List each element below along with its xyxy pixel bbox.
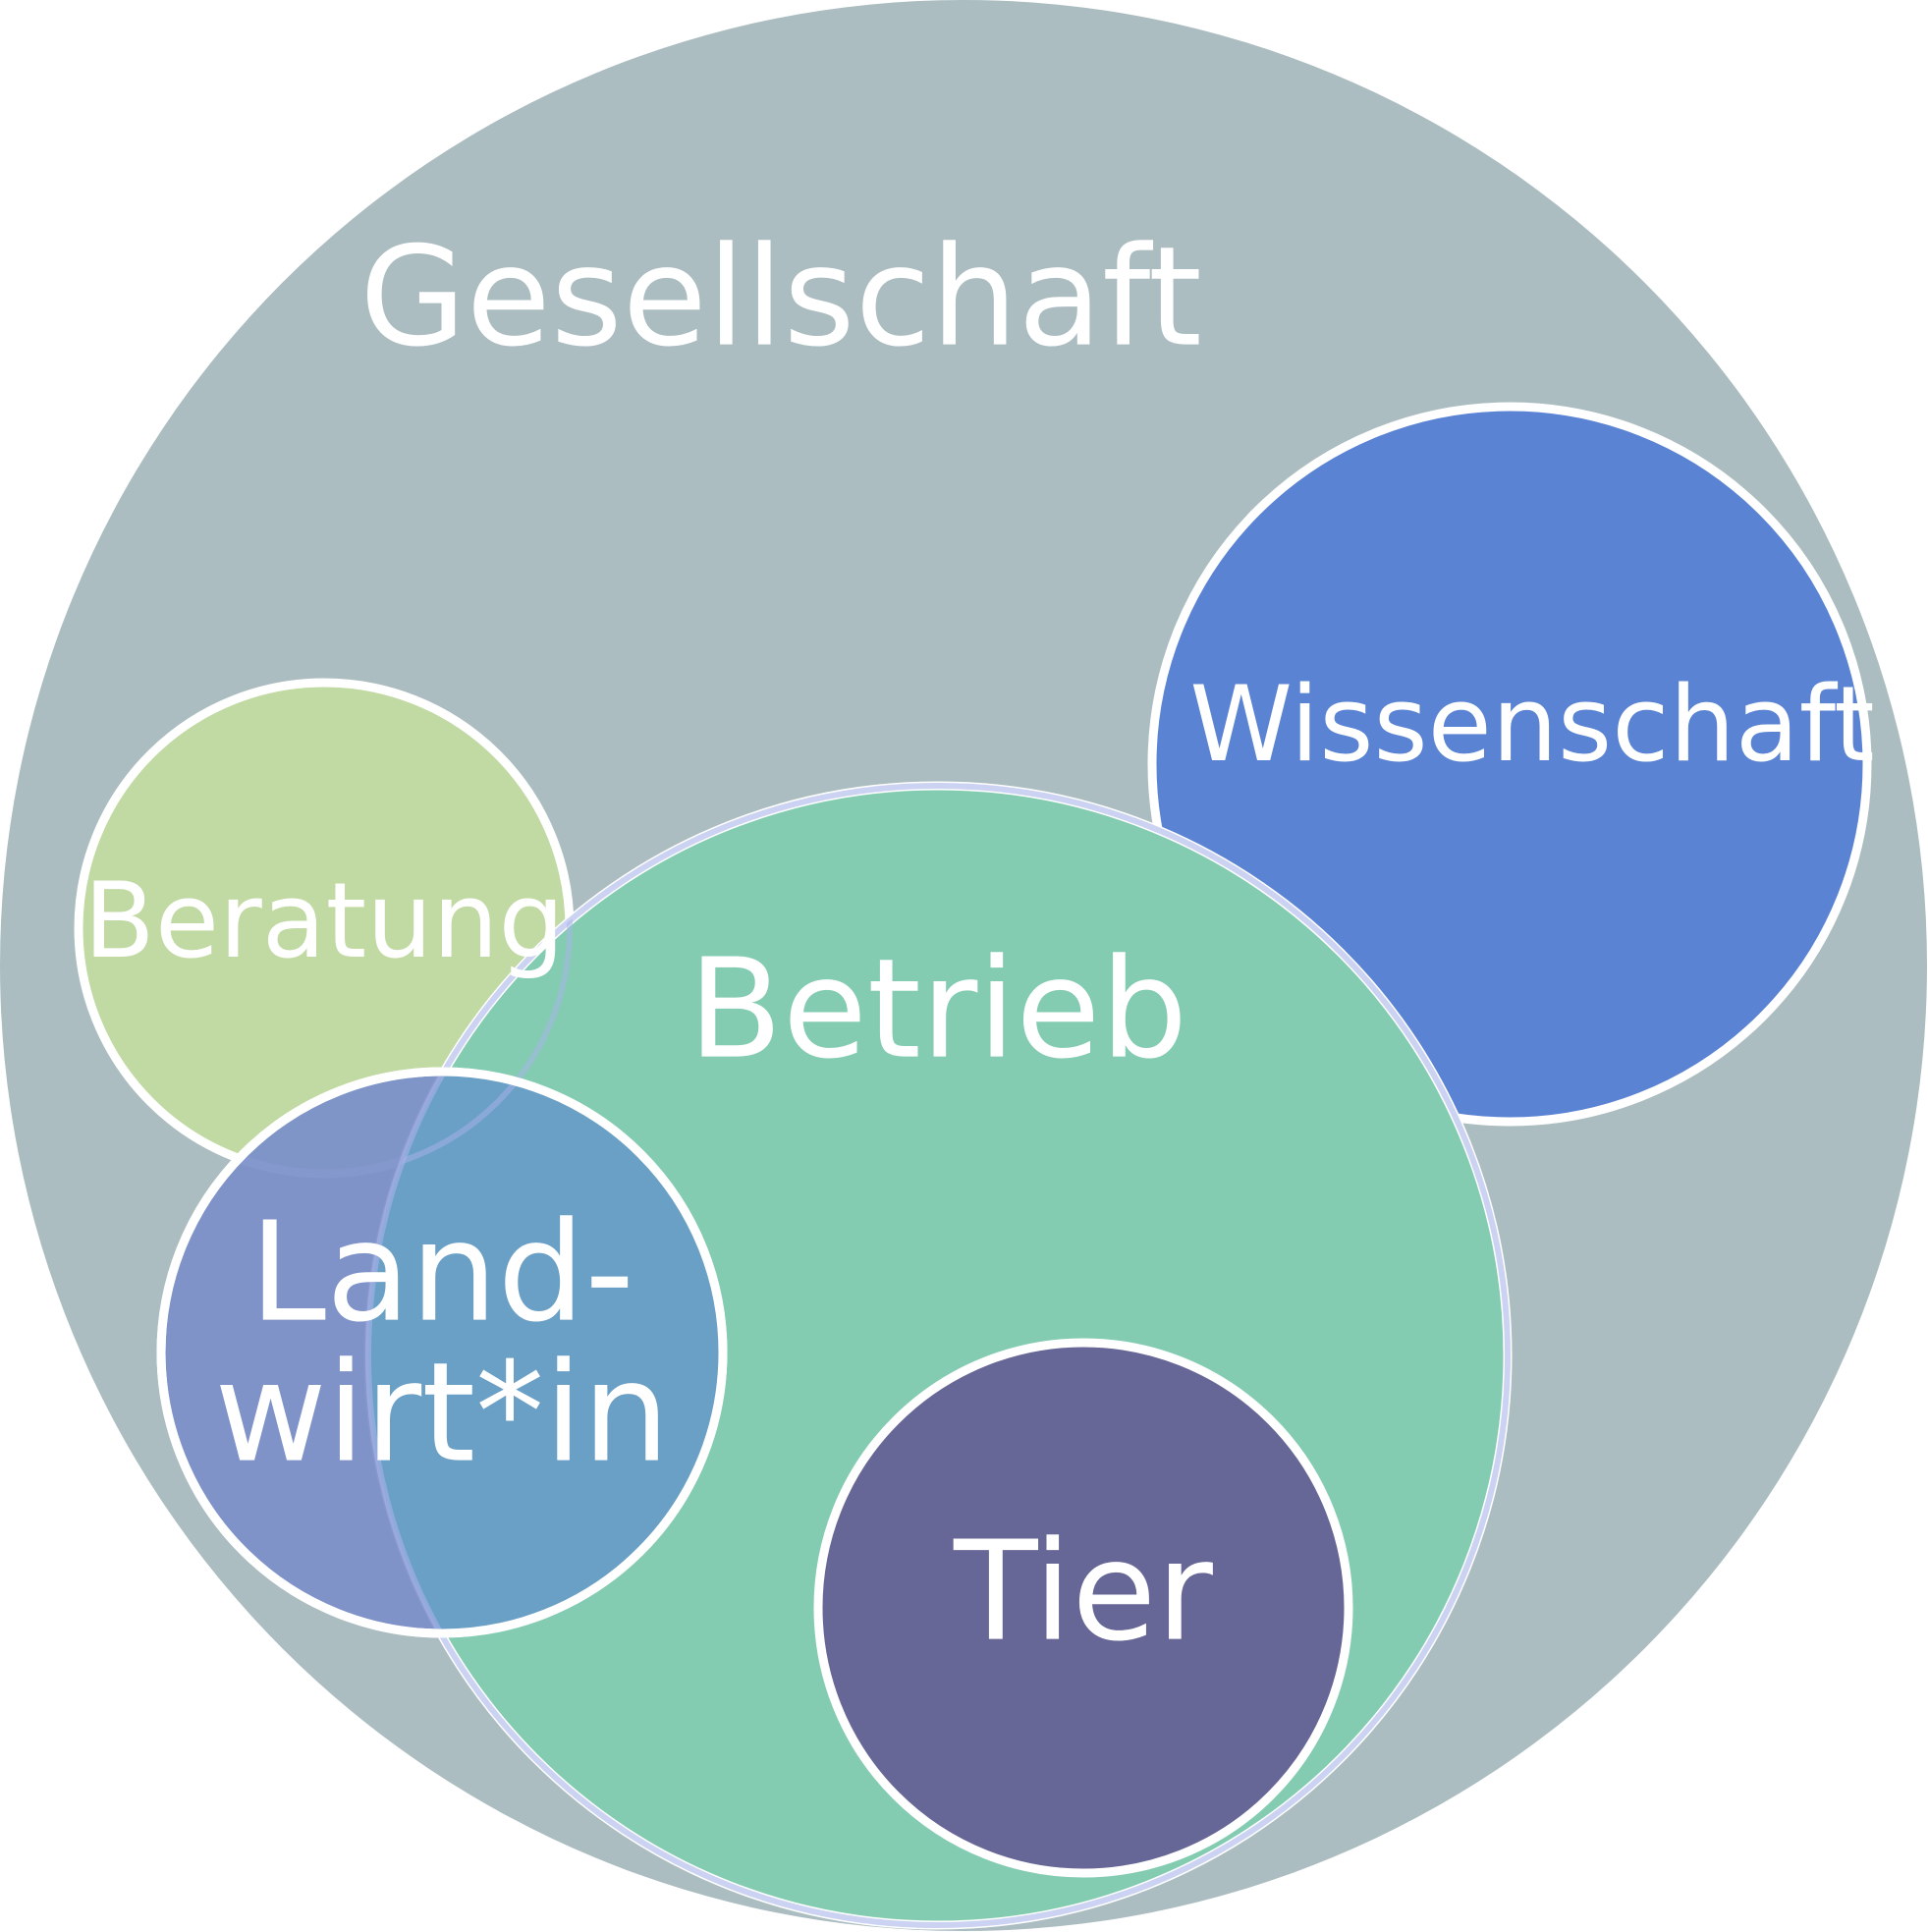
beratung-outline-through-landwirtin [368, 786, 573, 1177]
landwirtin-outline [156, 1067, 728, 1638]
landwirtin-betrieb-overlap [368, 1076, 719, 1629]
beratung-label: Beratung [83, 860, 565, 981]
betrieb-outline-through-landwirtin [365, 783, 1511, 1928]
tier-label: Tier [953, 1513, 1213, 1673]
wissenschaft-label: Wissenschaft [1189, 664, 1874, 785]
tier-circle [813, 1338, 1353, 1878]
landwirtin-label-line2: wirt*in [214, 1334, 669, 1494]
betrieb-label: Betrieb [689, 930, 1188, 1090]
gesellschaft-label: Gesellschaft [359, 218, 1202, 378]
landwirtin-label-line1: Land- [249, 1193, 634, 1353]
